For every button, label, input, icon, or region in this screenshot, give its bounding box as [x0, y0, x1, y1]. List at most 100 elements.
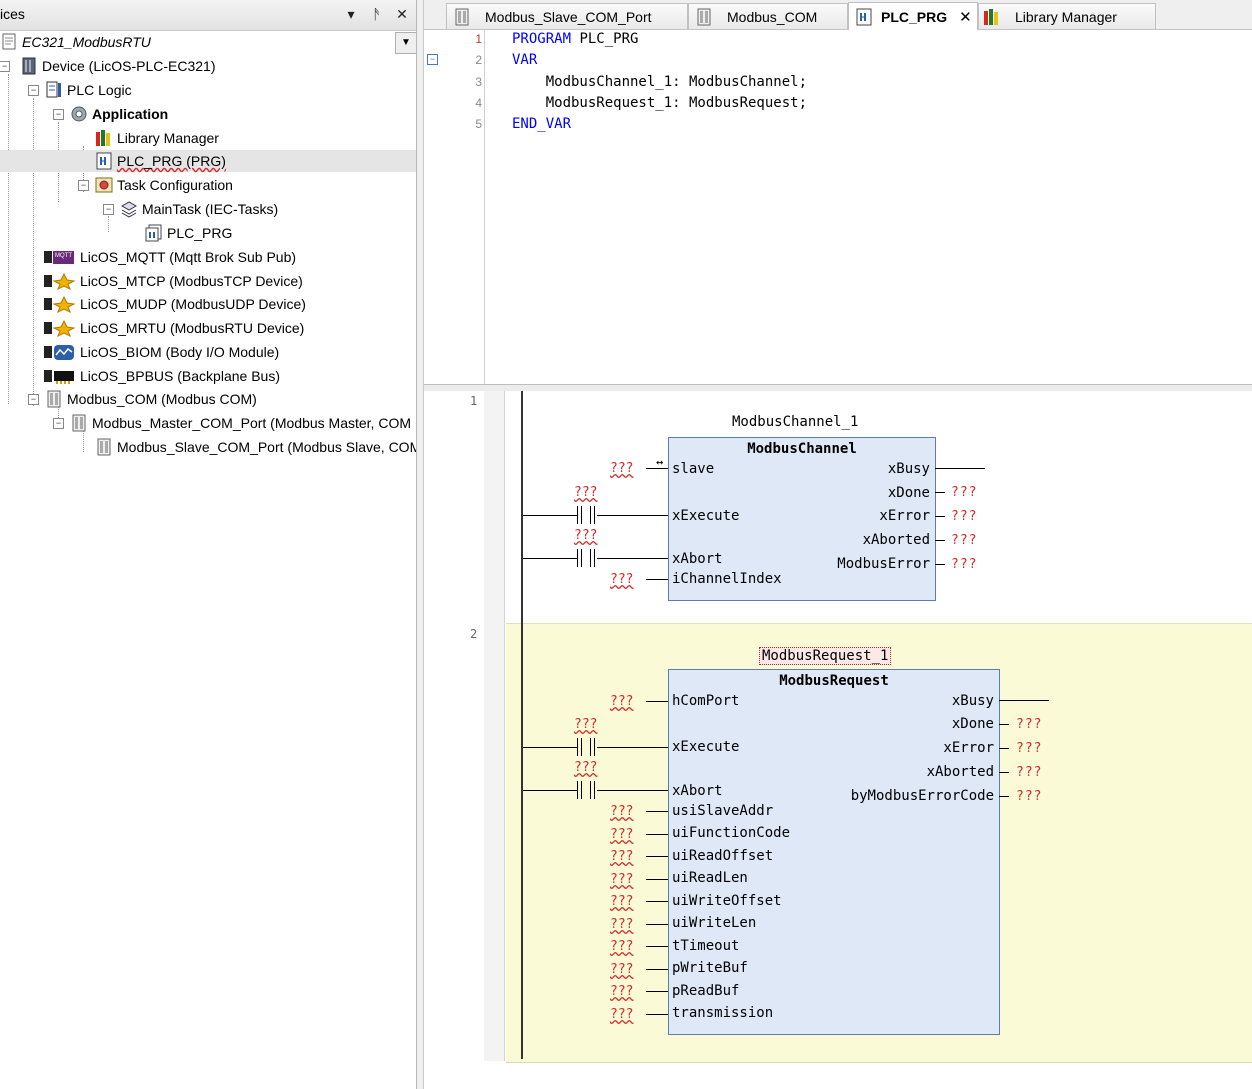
input-placeholder[interactable]: ???: [610, 572, 634, 587]
fb-instance-name[interactable]: ModbusRequest_1: [759, 647, 892, 665]
output-placeholder[interactable]: ???: [1016, 789, 1043, 804]
input-placeholder[interactable]: ???: [610, 917, 634, 932]
collapse-icon[interactable]: −: [103, 204, 114, 215]
input-placeholder[interactable]: ???: [610, 984, 634, 999]
com-device-icon: [695, 8, 713, 26]
input-placeholder[interactable]: ???: [610, 849, 634, 864]
chevron-down-icon[interactable]: ▼: [395, 32, 416, 54]
tab-plc-prg[interactable]: PLC_PRG ✕: [848, 2, 978, 30]
tree-item-library-manager[interactable]: Library Manager: [0, 127, 219, 149]
input-pin: xExecute: [672, 739, 740, 755]
tree-item-task-configuration[interactable]: − Task Configuration: [0, 174, 233, 196]
contact-xabort[interactable]: [577, 549, 595, 567]
task-config-icon: [95, 176, 113, 194]
chevron-down-icon[interactable]: ▾: [347, 6, 355, 22]
tree-item-licos-bpbus[interactable]: LicOS_BPBUS (Backplane Bus): [0, 365, 280, 387]
tree-item-plc-logic[interactable]: − PLC Logic: [0, 79, 132, 101]
body-io-module-icon: [44, 343, 76, 361]
declaration-editor[interactable]: 1 2 3 4 5 − PROGRAM PLC_PRG VAR ModbusCh…: [424, 30, 1252, 384]
pin-icon[interactable]: ᚫ: [372, 6, 382, 22]
collapse-icon[interactable]: −: [28, 394, 39, 405]
collapse-icon[interactable]: −: [78, 180, 89, 191]
collapse-icon[interactable]: −: [0, 61, 10, 72]
contact-xabort[interactable]: [577, 781, 595, 799]
com-port-icon: [95, 438, 113, 456]
devices-panel-header: ices ▾ ᚫ ✕: [0, 0, 416, 31]
tree-item-application[interactable]: − Application: [0, 103, 168, 125]
tree-item-modbus-com[interactable]: − Modbus_COM (Modbus COM): [0, 388, 257, 410]
input-placeholder[interactable]: ???: [610, 461, 634, 476]
tree-item-licos-mqtt[interactable]: MQTT LicOS_MQTT (Mqtt Brok Sub Pub): [0, 246, 296, 268]
input-placeholder[interactable]: ???: [610, 872, 634, 887]
tab-modbus-com[interactable]: Modbus_COM: [688, 3, 848, 29]
contact-variable-placeholder[interactable]: ???: [574, 485, 598, 500]
code-line-4: ModbusRequest_1: ModbusRequest;: [512, 95, 808, 111]
fb-instance-name[interactable]: ModbusChannel_1: [732, 414, 859, 430]
mqtt-module-icon: MQTT: [44, 248, 76, 266]
output-pin: ModbusError: [837, 556, 930, 572]
tree-item-licos-mudp[interactable]: LicOS_MUDP (ModbusUDP Device): [0, 293, 306, 315]
swap-icon[interactable]: ↔: [656, 455, 664, 469]
contact-xexecute[interactable]: [577, 738, 595, 756]
devices-panel-title: ices: [0, 6, 25, 22]
input-placeholder[interactable]: ???: [610, 694, 634, 709]
close-icon[interactable]: ✕: [396, 6, 408, 22]
collapse-icon[interactable]: −: [53, 418, 64, 429]
tree-item-plc-prg[interactable]: PLC_PRG (PRG): [0, 150, 416, 172]
input-placeholder[interactable]: ???: [610, 827, 634, 842]
function-block-modbusrequest[interactable]: ModbusRequest hComPort xExecute xAbort u…: [668, 669, 1000, 1035]
output-placeholder[interactable]: ???: [1016, 741, 1043, 756]
project-selector[interactable]: EC321_ModbusRTU ▼: [0, 31, 416, 54]
output-placeholder[interactable]: ???: [951, 485, 978, 500]
tab-modbus-slave-com-port[interactable]: Modbus_Slave_COM_Port: [446, 3, 688, 29]
output-pin: xError: [879, 508, 930, 524]
tree-item-device[interactable]: − Device (LicOS-PLC-EC321): [0, 55, 216, 77]
left-power-rail: [521, 391, 523, 1059]
input-pin: pReadBuf: [672, 983, 740, 999]
tree-item-licos-mrtu[interactable]: LicOS_MRTU (ModbusRTU Device): [0, 317, 304, 339]
tab-library-manager[interactable]: Library Manager: [978, 3, 1156, 29]
modbus-rtu-module-icon: [44, 319, 76, 338]
device-icon: [20, 57, 38, 75]
plc-logic-icon: [45, 81, 63, 99]
tree-item-modbus-master[interactable]: − Modbus_Master_COM_Port (Modbus Master,…: [0, 412, 416, 434]
function-block-modbuschannel[interactable]: ModbusChannel slave xExecute xAbort iCha…: [668, 437, 936, 601]
input-pin: uiWriteLen: [672, 915, 757, 931]
collapse-icon[interactable]: −: [53, 109, 64, 120]
close-tab-icon[interactable]: ✕: [959, 8, 972, 26]
output-placeholder[interactable]: ???: [951, 509, 978, 524]
input-pin: uiFunctionCode: [672, 825, 791, 841]
editor-tab-bar: Modbus_Slave_COM_Port Modbus_COM PLC_PRG…: [424, 0, 1252, 30]
input-placeholder[interactable]: ???: [610, 939, 634, 954]
contact-variable-placeholder[interactable]: ???: [574, 717, 598, 732]
network-number-1: 1: [470, 394, 478, 408]
contact-variable-placeholder[interactable]: ???: [574, 760, 598, 775]
contact-variable-placeholder[interactable]: ???: [574, 528, 598, 543]
output-placeholder[interactable]: ???: [1016, 717, 1043, 732]
com-port-icon: [70, 414, 88, 432]
collapse-icon[interactable]: −: [28, 85, 39, 96]
tree-item-maintask[interactable]: − MainTask (IEC-Tasks): [0, 198, 278, 220]
tree-item-maintask-plc-prg[interactable]: PLC_PRG: [0, 222, 232, 244]
tree-item-licos-biom[interactable]: LicOS_BIOM (Body I/O Module): [0, 341, 279, 363]
fold-icon[interactable]: −: [427, 54, 438, 65]
input-placeholder[interactable]: ???: [610, 894, 634, 909]
input-placeholder[interactable]: ???: [610, 804, 634, 819]
output-pin: xBusy: [887, 461, 930, 477]
tree-item-licos-mtcp[interactable]: LicOS_MTCP (ModbusTCP Device): [0, 270, 303, 292]
output-placeholder[interactable]: ???: [951, 557, 978, 572]
output-placeholder[interactable]: ???: [951, 533, 978, 548]
tree-item-modbus-slave[interactable]: Modbus_Slave_COM_Port (Modbus Slave, COM…: [0, 436, 416, 458]
input-pin: pWriteBuf: [672, 960, 748, 976]
modbus-udp-module-icon: [44, 295, 76, 314]
code-line-3: ModbusChannel_1: ModbusChannel;: [512, 74, 808, 90]
input-placeholder[interactable]: ???: [610, 962, 634, 977]
contact-xexecute[interactable]: [577, 506, 595, 524]
output-placeholder[interactable]: ???: [1016, 765, 1043, 780]
ladder-editor[interactable]: 1 2 ModbusChannel_1 ModbusChannel slave …: [424, 391, 1252, 1089]
output-pin: xError: [943, 740, 994, 756]
network-number-2: 2: [470, 627, 478, 641]
input-pin: transmission: [672, 1005, 774, 1021]
input-placeholder[interactable]: ???: [610, 1007, 634, 1022]
panel-splitter[interactable]: [417, 0, 424, 1089]
